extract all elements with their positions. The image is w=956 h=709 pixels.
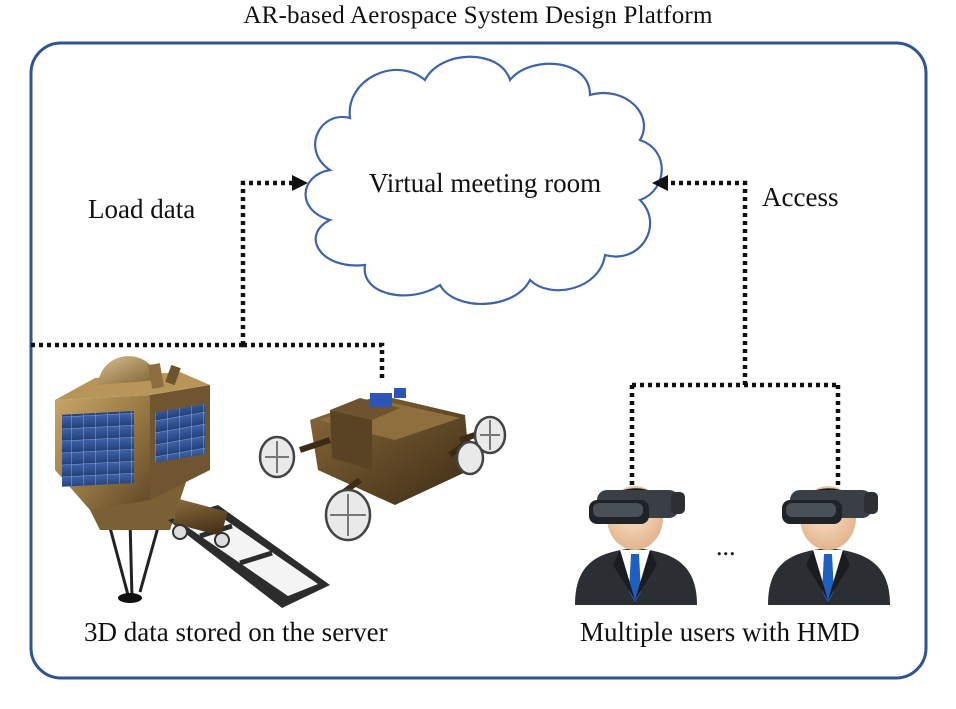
ellipsis-label: ... bbox=[716, 532, 736, 561]
load-data-connector bbox=[30, 180, 385, 380]
cloud-shape bbox=[304, 55, 663, 305]
access-arrowhead bbox=[652, 175, 668, 191]
rover-model-icon bbox=[258, 388, 507, 542]
hmd-user-icon bbox=[575, 486, 697, 605]
load-arrowhead bbox=[292, 175, 308, 191]
access-connector bbox=[629, 180, 841, 490]
cloud-label: Virtual meeting room bbox=[368, 168, 602, 198]
access-label: Access bbox=[762, 182, 839, 212]
server-caption: 3D data stored on the server bbox=[84, 617, 388, 647]
lander-model-icon bbox=[55, 356, 330, 608]
load-data-label: Load data bbox=[88, 194, 196, 224]
hmd-user-icon bbox=[768, 486, 890, 605]
diagram-title: AR-based Aerospace System Design Platfor… bbox=[243, 2, 713, 29]
platform-frame bbox=[29, 41, 928, 680]
users-caption: Multiple users with HMD bbox=[580, 617, 860, 647]
